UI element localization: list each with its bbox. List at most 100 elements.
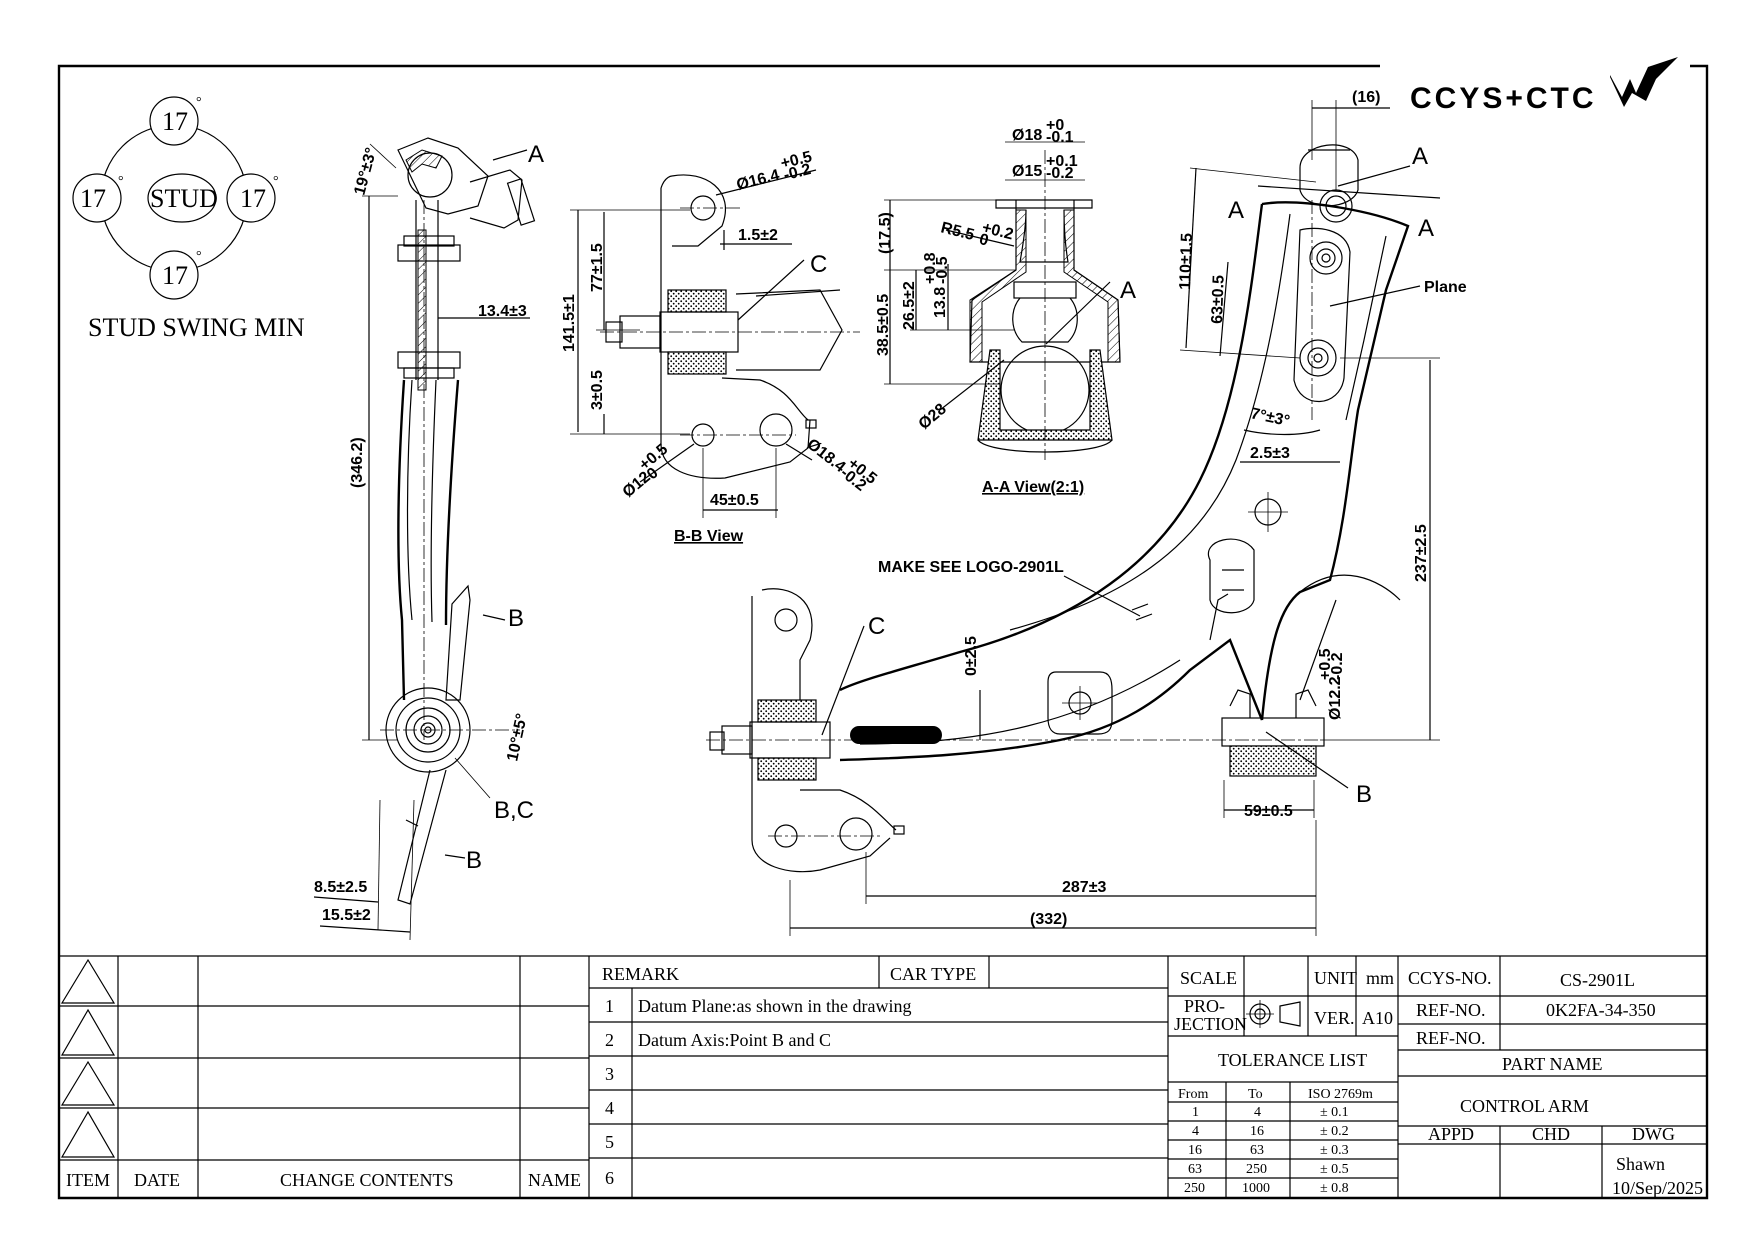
main-logo-note: MAKE SEE LOGO-2901L [878, 559, 1064, 576]
sheet-border [57, 64, 1709, 1200]
aa-dim-138-dn: -0.5 [934, 256, 951, 284]
side-dim-offset: 13.4±3 [478, 303, 527, 320]
rev-col-change: CHANGE CONTENTS [280, 1170, 454, 1190]
aa-dim-18-up: +0 [1046, 117, 1064, 134]
rev-col-item: ITEM [66, 1170, 110, 1190]
side-dim-155: 15.5±2 [322, 907, 371, 924]
stud-swing-diagram: 17 ° 17 ° 17 ° 17 ° STUD STUD SWING MIN [72, 95, 305, 342]
main-view: C B A A A Plane (16) 110±1.5 63±0.5 7°±3… [706, 89, 1467, 936]
bb-dim-45: 45±0.5 [710, 492, 759, 509]
scale-block: SCALE UNIT mm PRO- JECTION VER. A10 TOLE… [1168, 956, 1399, 1198]
tol-cell: 16 [1188, 1143, 1202, 1158]
bb-dim-164-dn: -0.2 [782, 161, 813, 184]
main-plane-label: Plane [1424, 279, 1467, 296]
aa-view-title: A-A View(2:1) [982, 479, 1084, 496]
bb-dim-1415: 141.5±1 [561, 294, 578, 352]
stud-swing-caption: STUD SWING MIN [88, 313, 305, 342]
projection-symbol-icon [1246, 1000, 1301, 1028]
bb-dim-775: 77±1.5 [589, 243, 606, 292]
bb-dim-184: Ø18.4 [804, 436, 849, 476]
bb-dim-3: 3±0.5 [589, 370, 606, 410]
deg-mark: ° [196, 95, 202, 110]
aa-dim-15: Ø15 [1012, 163, 1042, 180]
swing-bottom: 17 [162, 261, 188, 290]
tol-header-from: From [1178, 1087, 1208, 1102]
main-angle-7: 7°±3° [1249, 405, 1291, 430]
remark-no: 4 [605, 1098, 614, 1118]
aa-dim-18: Ø18 [1012, 127, 1042, 144]
tolerance-title: TOLERANCE LIST [1218, 1050, 1367, 1070]
swing-top: 17 [162, 107, 188, 136]
title-block: ITEM DATE CHANGE CONTENTS NAME REMARK CA… [59, 955, 1707, 1198]
ref-no2-label: REF-NO. [1416, 1028, 1486, 1048]
deg-mark: ° [273, 174, 279, 189]
side-label-b-lower: B [466, 847, 482, 874]
remark-no: 6 [605, 1168, 614, 1188]
main-dim-0: 0±2.5 [963, 636, 980, 676]
appd-label: APPD [1428, 1124, 1474, 1144]
aa-dim-15-up: +0.1 [1046, 153, 1078, 170]
side-view: A 19°±3° 13.4±3 B 10°±5° B,C [313, 137, 544, 941]
aa-dim-385: 38.5±0.5 [875, 294, 892, 356]
remark-no: 5 [605, 1132, 614, 1152]
tol-cell: ± 0.5 [1320, 1162, 1349, 1177]
ccys-no-label: CCYS-NO. [1408, 968, 1492, 988]
main-label-b: B [1356, 781, 1372, 808]
bb-view: C 141.5±1 77±1.5 3±0.5 1.5±2 Ø16.4 +0.5 … [561, 148, 880, 545]
tol-header-iso: ISO 2769m [1308, 1087, 1373, 1102]
main-dim-25: 2.5±3 [1250, 445, 1290, 462]
aa-label-a: A [1120, 277, 1136, 304]
drawn-by: Shawn [1616, 1154, 1665, 1174]
projection-label-2: JECTION [1174, 1014, 1247, 1034]
part-info-block: CCYS-NO. CS-2901L REF-NO. 0K2FA-34-350 R… [1398, 956, 1707, 1198]
projection-label: PRO- [1184, 996, 1225, 1016]
side-label-a: A [528, 141, 544, 168]
swing-left: 17 [80, 184, 106, 213]
tol-cell: 250 [1246, 1162, 1267, 1177]
aa-dim-r55: R5.5 [939, 219, 976, 244]
bb-view-title: B-B View [674, 528, 744, 545]
aa-dim-175: (17.5) [877, 212, 894, 254]
remark-text: Datum Axis:Point B and C [638, 1030, 831, 1050]
main-dim-332: (332) [1030, 911, 1067, 928]
side-label-b-upper: B [508, 605, 524, 632]
tol-cell: ± 0.2 [1320, 1124, 1349, 1139]
side-dim-85: 8.5±2.5 [314, 879, 367, 896]
logo-text: CCYS+CTC [1410, 82, 1597, 115]
side-angle-top: 19°±3° [351, 146, 380, 197]
aa-view: Ø18 +0 -0.1 Ø15 +0.1 -0.2 R5.5 +0.2 0 (1… [875, 117, 1136, 496]
swing-right: 17 [240, 184, 266, 213]
remark-no: 2 [605, 1030, 614, 1050]
tol-cell: 1 [1192, 1105, 1199, 1120]
main-dim-122-up: +0.5 [1317, 648, 1334, 680]
rev-col-date: DATE [134, 1170, 180, 1190]
aa-dim-265: 26.5±2 [901, 281, 918, 330]
aa-dim-15-dn: -0.2 [1046, 165, 1074, 182]
tol-cell: ± 0.1 [1320, 1105, 1349, 1120]
tol-cell: ± 0.3 [1320, 1143, 1349, 1158]
part-name-value: CONTROL ARM [1460, 1096, 1589, 1116]
main-dim-59: 59±0.5 [1244, 803, 1293, 820]
revision-table: ITEM DATE CHANGE CONTENTS NAME [59, 956, 590, 1198]
stud-label: STUD [150, 184, 218, 213]
remark-no: 1 [605, 996, 614, 1016]
main-label-a-right: A [1418, 215, 1434, 242]
main-dim-122: Ø12.2 [1327, 676, 1344, 720]
tol-cell: 16 [1250, 1124, 1264, 1139]
ccys-no-value: CS-2901L [1560, 970, 1635, 990]
ver-value: A10 [1362, 1008, 1393, 1028]
rev-col-name: NAME [528, 1170, 581, 1190]
aa-dim-18-dn: -0.1 [1046, 129, 1074, 146]
ref-no-label: REF-NO. [1416, 1000, 1486, 1020]
aa-dim-138-up: +0.8 [922, 252, 939, 284]
tol-cell: 63 [1250, 1143, 1264, 1158]
main-dim-63: 63±0.5 [1209, 275, 1228, 324]
side-dim-length: (346.2) [349, 437, 366, 488]
deg-mark: ° [118, 174, 124, 189]
bb-label-c: C [810, 251, 827, 278]
tol-cell: 4 [1192, 1124, 1199, 1139]
main-dim-110: 110±1.5 [1177, 233, 1196, 290]
scale-label: SCALE [1180, 968, 1237, 988]
main-dim-122-dn: -0.2 [1329, 652, 1346, 680]
